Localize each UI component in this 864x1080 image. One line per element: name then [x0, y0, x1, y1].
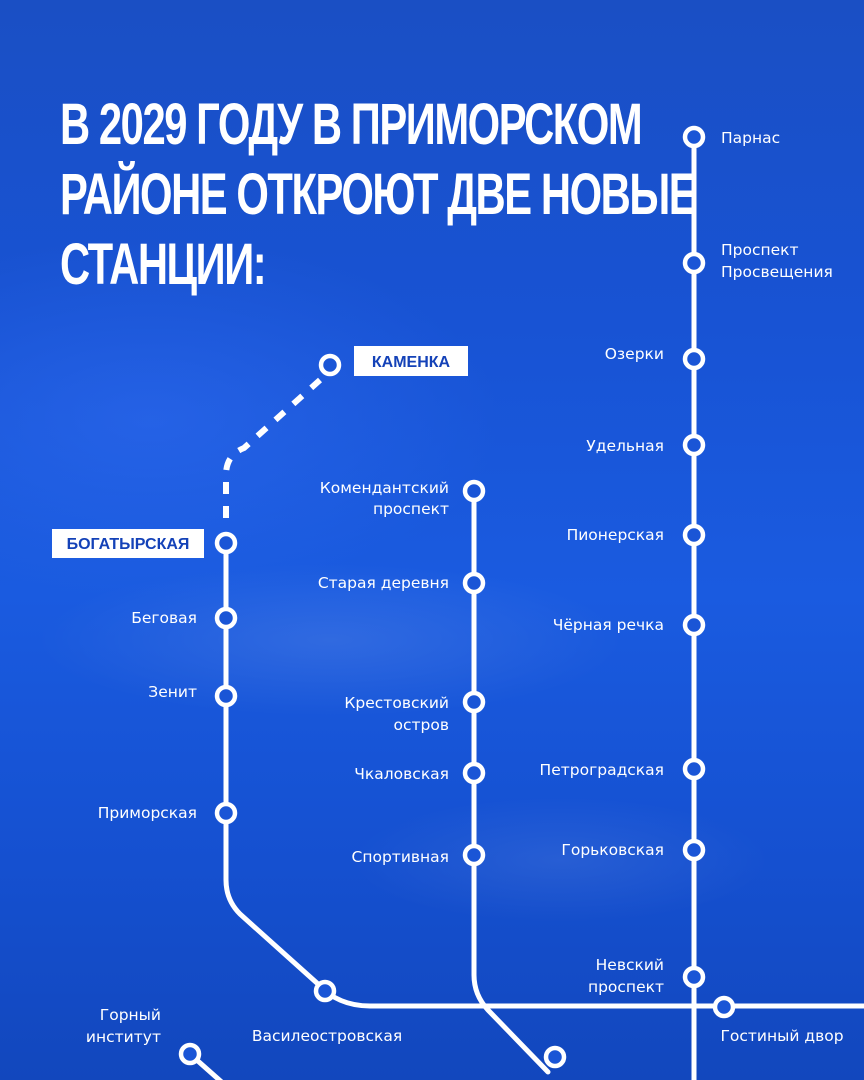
station-parnas-marker [682, 125, 706, 149]
line-left [223, 540, 864, 1009]
station-begovaya-marker [214, 606, 238, 630]
station-udelnaya-label: Удельная [586, 437, 664, 455]
station-ozerki-label: Озерки [605, 345, 664, 363]
station-prosvescheniya-label-2: Просвещения [721, 263, 833, 281]
station-petrogradskaya-marker [682, 757, 706, 781]
station-zenit-label: Зенит [148, 683, 197, 701]
station-kamenka: КАМЕНКА [318, 346, 468, 377]
station-nevsky-marker [682, 965, 706, 989]
station-vasileostrovskaya-marker [313, 979, 337, 1003]
station-bogatyrskaya-label: БОГАТЫРСКАЯ [67, 536, 190, 553]
station-krestovsky-marker [462, 690, 486, 714]
station-pionerskaya-label: Пионерская [567, 526, 664, 544]
station-komendantsky-label-2: проспект [373, 500, 449, 518]
line-middle [471, 488, 551, 1075]
station-nevsky-label-2: проспект [588, 978, 664, 996]
station-nevsky-label-1: Невский [596, 956, 664, 974]
station-primorskaya-marker [214, 801, 238, 825]
station-line5-bottom-marker [543, 1045, 567, 1069]
station-chernaya-rechka-label: Чёрная речка [553, 616, 664, 634]
station-staraya-derevnya-marker [462, 571, 486, 595]
station-kamenka-label: КАМЕНКА [372, 354, 451, 371]
station-krestovsky-label-1: Крестовский [344, 694, 449, 712]
station-vasileostrovskaya-label: Василеостровская [252, 1027, 402, 1045]
station-begovaya-label: Беговая [131, 609, 197, 627]
title-line-1: В 2029 ГОДУ В ПРИМОРСКОМ [60, 92, 643, 157]
station-staraya-derevnya-label: Старая деревня [318, 574, 449, 592]
station-krestovsky-label-2: остров [394, 716, 450, 734]
station-ozerki-marker [682, 347, 706, 371]
station-chkalovskaya-marker [462, 761, 486, 785]
station-gostiny-dvor-marker [712, 995, 736, 1019]
station-kamenka-marker [318, 353, 342, 377]
station-bogatyrskaya-marker [214, 531, 238, 555]
station-gostiny-dvor-label: Гостиный двор [720, 1027, 843, 1045]
station-prosvescheniya-marker [682, 251, 706, 275]
station-komendantsky-marker [462, 479, 486, 503]
station-gorny-label-2: институт [86, 1028, 161, 1046]
station-bogatyrskaya: БОГАТЫРСКАЯ [52, 529, 238, 558]
station-prosvescheniya-label-1: Проспект [721, 241, 799, 259]
planned-extension-line [223, 377, 323, 518]
station-gorkovskaya-label: Горьковская [561, 841, 664, 859]
station-zenit-marker [214, 684, 238, 708]
station-bogatyrskaya-box [52, 529, 204, 558]
station-pionerskaya-marker [682, 523, 706, 547]
station-sportivnaya-label: Спортивная [352, 848, 449, 866]
station-gorny-label-1: Горный [100, 1006, 161, 1024]
station-sportivnaya-marker [462, 843, 486, 867]
title-line-3: СТАНЦИИ: [60, 232, 267, 297]
station-kamenka-box [354, 346, 468, 376]
station-parnas-label: Парнас [721, 129, 780, 147]
page-title: В 2029 ГОДУ В ПРИМОРСКОМ РАЙОНЕ ОТКРОЮТ … [60, 90, 697, 300]
station-petrogradskaya-label: Петроградская [540, 761, 664, 779]
station-chernaya-rechka-marker [682, 613, 706, 637]
station-gorny-marker [178, 1042, 202, 1066]
station-komendantsky-label-1: Комендантский [320, 479, 449, 497]
station-primorskaya-label: Приморская [98, 804, 197, 822]
station-gorkovskaya-marker [682, 838, 706, 862]
station-udelnaya-marker [682, 433, 706, 457]
title-line-2: РАЙОНЕ ОТКРОЮТ ДВЕ НОВЫЕ [60, 162, 697, 227]
station-chkalovskaya-label: Чкаловская [354, 765, 449, 783]
